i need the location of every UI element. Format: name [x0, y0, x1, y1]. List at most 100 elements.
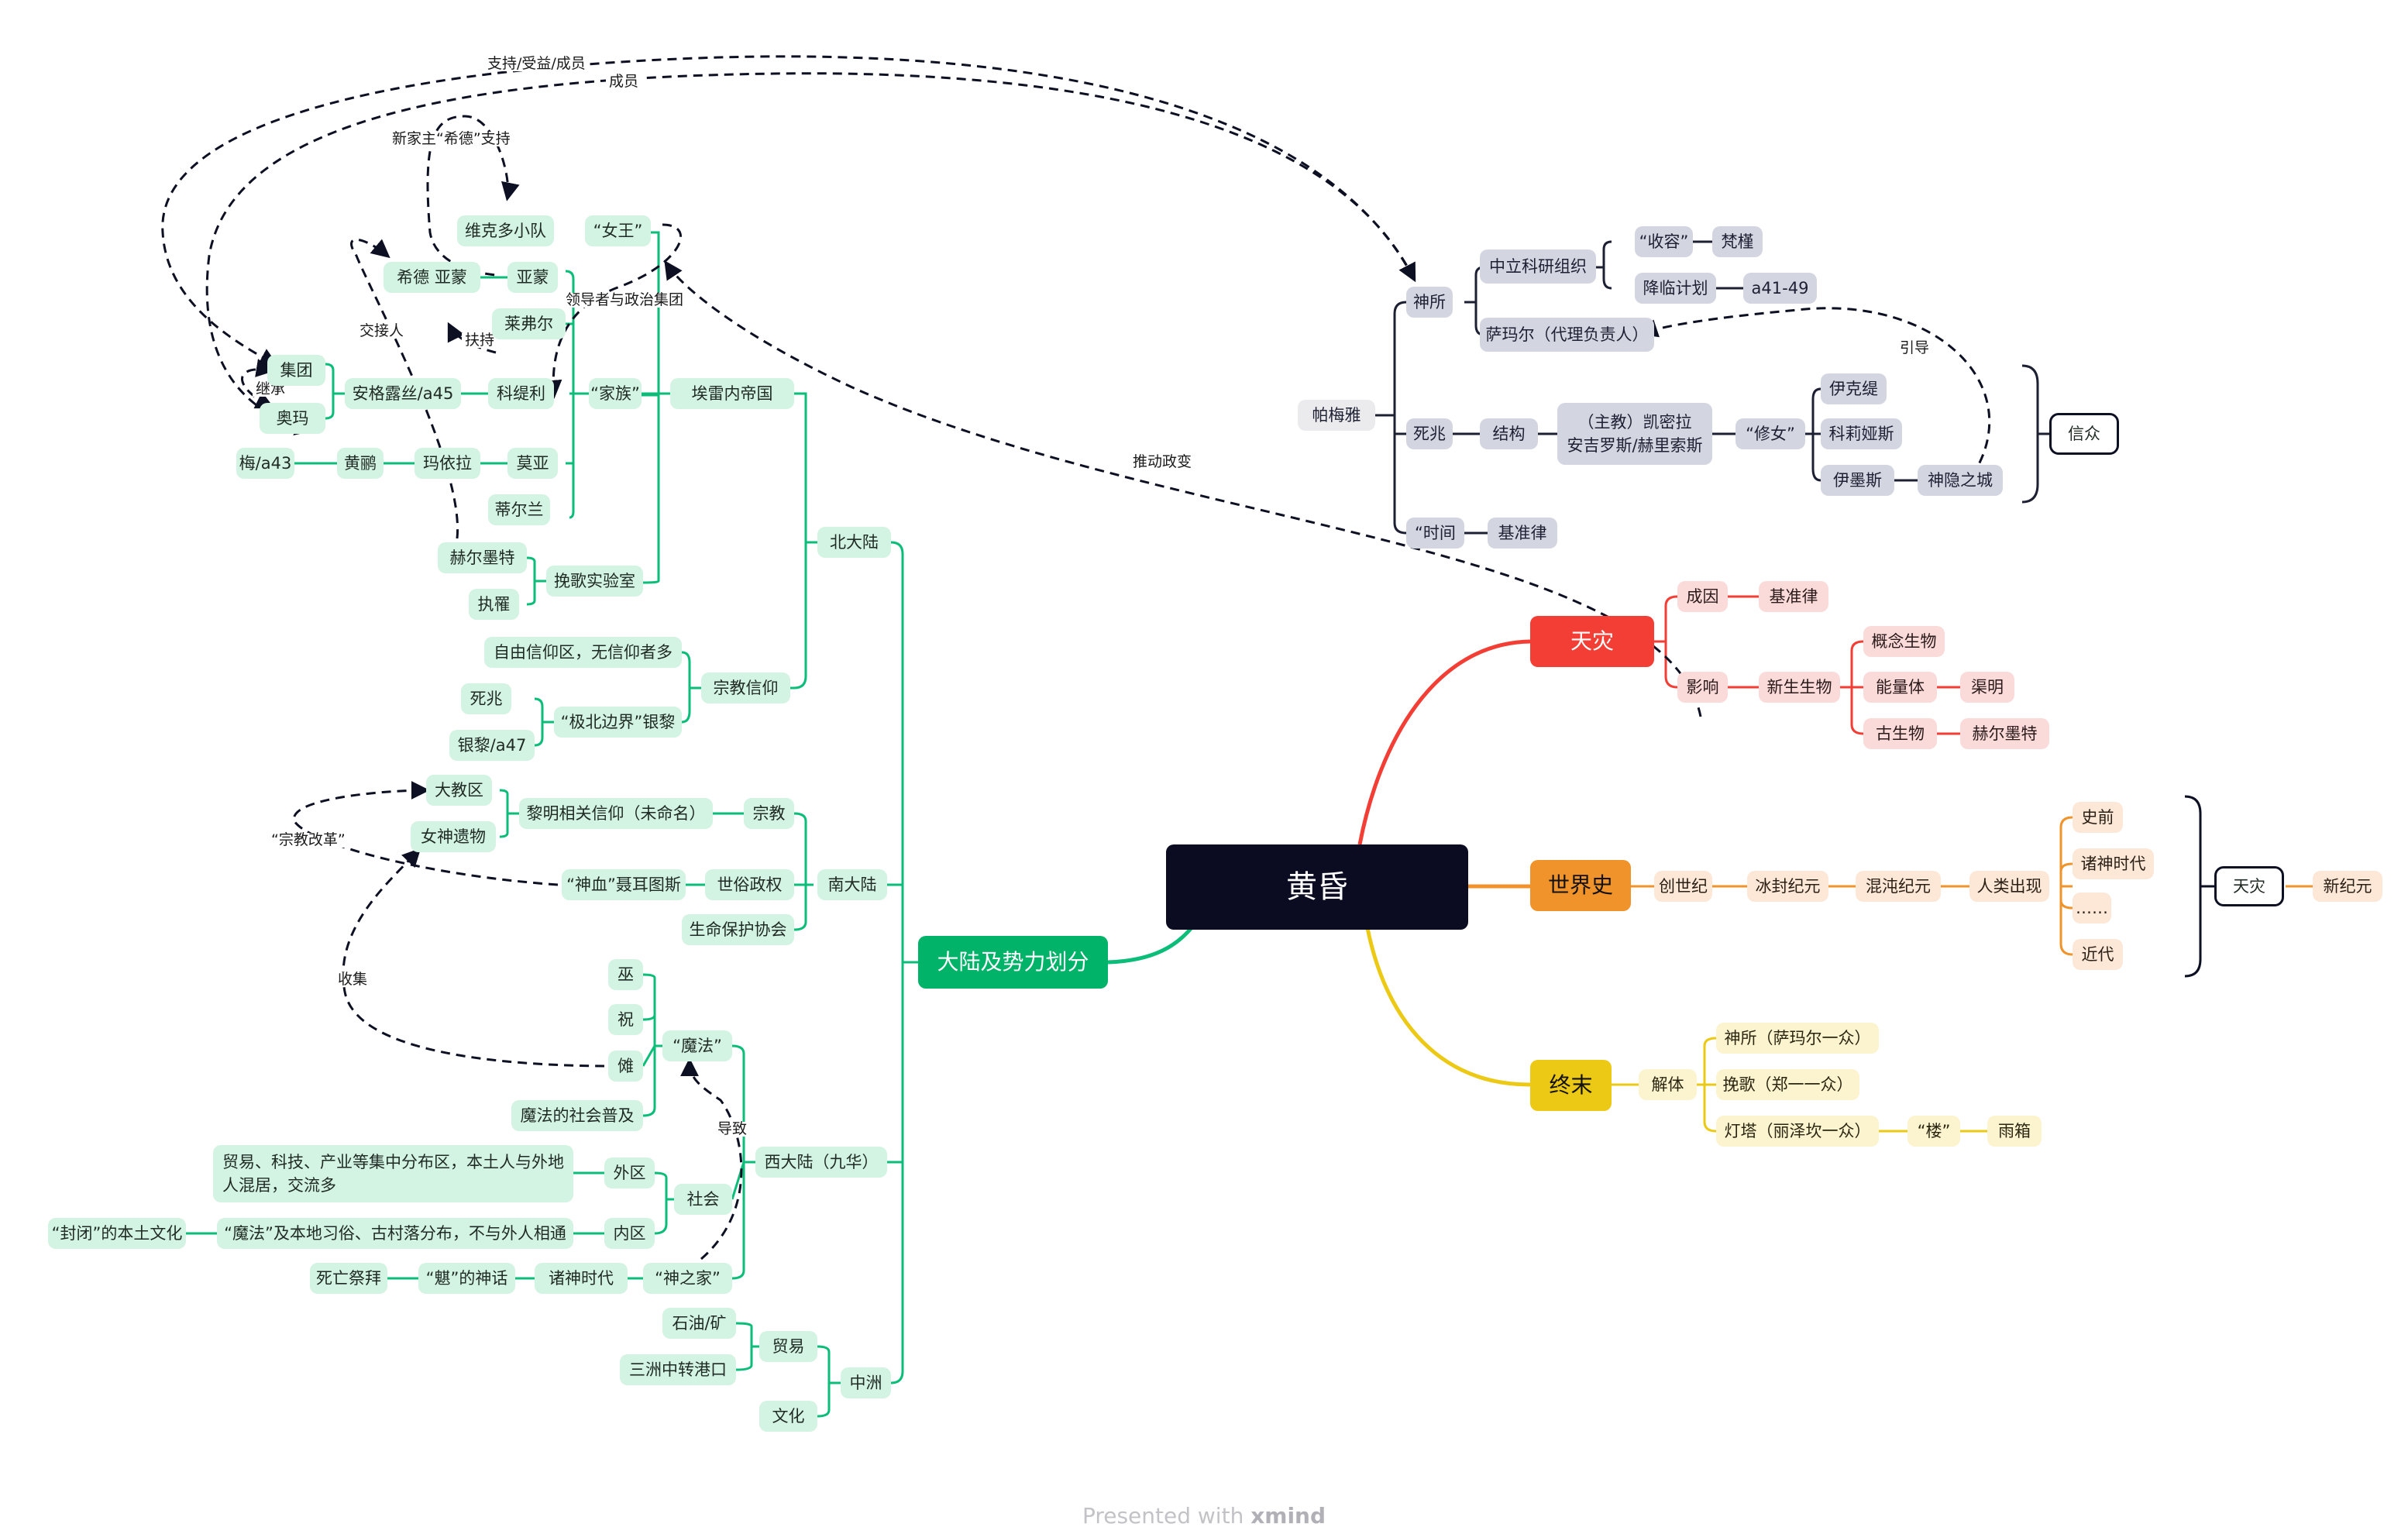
node-oil[interactable]: 石油/矿	[662, 1308, 736, 1339]
node-shenzhijia[interactable]: “神之家”	[643, 1263, 732, 1294]
node-trade[interactable]: 贸易	[759, 1331, 817, 1362]
node-laifuer[interactable]: 莱弗尔	[492, 308, 566, 339]
node-zhushen[interactable]: 诸神时代	[535, 1263, 628, 1294]
node-a41[interactable]: a41-49	[1743, 273, 1817, 304]
node-dier[interactable]: 蒂尔兰	[488, 494, 550, 525]
node-neiqu-desc[interactable]: “魔法”及本地习俗、古村落分布，不与外人相通	[217, 1218, 573, 1249]
node-yingxiang[interactable]: 影响	[1677, 672, 1728, 703]
node-pamea[interactable]: 帕梅雅	[1298, 400, 1375, 431]
node-shenxue[interactable]: “神血”聂耳图斯	[562, 869, 686, 900]
node-lou[interactable]: “楼”	[1907, 1116, 1960, 1147]
node-xinsheng[interactable]: 新生生物	[1759, 672, 1840, 703]
node-heermote-tz[interactable]: 赫尔墨特	[1960, 718, 2049, 749]
node-zhu[interactable]: 祝	[608, 1004, 643, 1035]
node-queen[interactable]: “女王”	[585, 215, 651, 246]
node-south[interactable]: 南大陆	[817, 869, 887, 900]
node-jindai[interactable]: 近代	[2073, 939, 2123, 970]
node-zhushen-hist[interactable]: 诸神时代	[2073, 848, 2154, 879]
node-jizhunlv-pamea[interactable]: 基准律	[1488, 518, 1557, 549]
node-heermote[interactable]: 赫尔墨特	[438, 542, 527, 573]
node-kelisi[interactable]: 科莉娅斯	[1821, 418, 1902, 449]
node-north-religion[interactable]: 宗教信仰	[701, 672, 790, 703]
node-huangpeng[interactable]: 黄鹂	[337, 448, 384, 479]
node-xinjiyuan[interactable]: 新纪元	[2313, 871, 2382, 902]
node-dengta[interactable]: 灯塔（丽泽坎一众）	[1716, 1116, 1879, 1147]
node-north[interactable]: 北大陆	[817, 527, 891, 558]
node-liming[interactable]: 黎明相关信仰（未命名）	[519, 798, 713, 829]
node-xide[interactable]: 希德 亚蒙	[384, 262, 480, 293]
node-family[interactable]: “家族”	[589, 378, 642, 409]
node-mei[interactable]: 梅/a43	[236, 448, 294, 479]
node-keti[interactable]: 科缇利	[488, 378, 554, 409]
node-siwang[interactable]: 死亡祭拜	[310, 1263, 387, 1294]
central-topic[interactable]: 黄昏	[1166, 844, 1468, 930]
node-jiegou[interactable]: 结构	[1480, 418, 1538, 449]
node-society[interactable]: 社会	[674, 1184, 732, 1215]
node-yinli[interactable]: 银黎/a47	[449, 730, 535, 761]
node-gusheng[interactable]: 古生物	[1863, 718, 1937, 749]
node-west[interactable]: 西大陆（九华）	[755, 1147, 887, 1178]
node-jianglin[interactable]: 降临计划	[1635, 273, 1716, 304]
node-kaimila[interactable]: （主教）凯密拉 安吉罗斯/赫里索斯	[1557, 403, 1712, 465]
node-protect[interactable]: 生命保护协会	[682, 914, 794, 945]
node-quming[interactable]: 渠明	[1960, 672, 2014, 703]
node-shenyin[interactable]: 神隐之城	[1918, 465, 2003, 496]
node-yimosi[interactable]: 伊墨斯	[1821, 465, 1894, 496]
node-middle[interactable]: 中洲	[841, 1367, 891, 1398]
node-jituan[interactable]: 集团	[267, 355, 325, 386]
node-zhiguan[interactable]: 执罹	[469, 589, 519, 620]
node-lab[interactable]: 挽歌实验室	[546, 566, 643, 597]
node-wu[interactable]: 巫	[608, 959, 643, 990]
node-dots[interactable]: ……	[2073, 893, 2111, 923]
node-bao[interactable]: “魌”的神话	[418, 1263, 515, 1294]
node-shensuo-end[interactable]: 神所（萨玛尔一众）	[1716, 1023, 1879, 1054]
node-culture[interactable]: 文化	[759, 1401, 817, 1432]
node-dajiaoqu[interactable]: 大教区	[426, 775, 492, 806]
footer-brand[interactable]: xmind	[1250, 1503, 1326, 1529]
node-angela[interactable]: 安格露丝/a45	[345, 378, 461, 409]
node-shiqian[interactable]: 史前	[2073, 802, 2123, 833]
node-renlei[interactable]: 人类出现	[1969, 871, 2049, 902]
node-shourong[interactable]: “收容”	[1635, 226, 1693, 257]
node-bingfeng[interactable]: 冰封纪元	[1747, 871, 1828, 902]
node-hundun[interactable]: 混沌纪元	[1856, 871, 1941, 902]
node-secular[interactable]: 世俗政权	[705, 869, 794, 900]
main-topic-dalu[interactable]: 大陆及势力划分	[918, 936, 1108, 989]
node-gainian[interactable]: 概念生物	[1863, 626, 1945, 657]
node-sizhao-pamea[interactable]: 死兆	[1406, 418, 1453, 449]
node-popular[interactable]: 魔法的社会普及	[511, 1100, 643, 1131]
node-shensuo[interactable]: 神所	[1406, 287, 1453, 318]
node-neiqu[interactable]: 内区	[604, 1218, 655, 1249]
node-goddess[interactable]: 女神遗物	[411, 821, 496, 852]
node-mayi[interactable]: 玛依拉	[415, 448, 480, 479]
node-nengliang[interactable]: 能量体	[1863, 672, 1937, 703]
node-yiketi[interactable]: 伊克缇	[1821, 373, 1887, 404]
node-xiunv[interactable]: “修女”	[1735, 418, 1805, 449]
node-nuo[interactable]: 傩	[608, 1051, 643, 1082]
node-zhongli[interactable]: 中立科研组织	[1480, 249, 1596, 284]
node-jieti[interactable]: 解体	[1639, 1069, 1697, 1100]
node-jibei[interactable]: “极北边界”银黎	[554, 707, 682, 738]
main-topic-zhongmo[interactable]: 终末	[1530, 1060, 1612, 1111]
node-empire[interactable]: 埃雷内帝国	[670, 378, 794, 409]
node-closed[interactable]: “封闭”的本土文化	[48, 1218, 186, 1249]
node-chengyin[interactable]: 成因	[1677, 581, 1728, 612]
node-chuangshi[interactable]: 创世纪	[1654, 871, 1712, 902]
node-waiqu[interactable]: 外区	[604, 1157, 655, 1188]
node-waiqu-desc[interactable]: 贸易、科技、产业等集中分布区，本土人与外地人混居，交流多	[213, 1145, 573, 1202]
node-xinzhong[interactable]: 信众	[2049, 413, 2119, 455]
node-yuxiang[interactable]: 雨箱	[1987, 1116, 2042, 1147]
node-fanjin[interactable]: 梵槿	[1712, 226, 1763, 257]
node-sizhao-north[interactable]: 死兆	[461, 683, 511, 714]
node-tianzai-hist[interactable]: 天灾	[2214, 866, 2284, 906]
node-shijian[interactable]: “时间	[1406, 518, 1464, 549]
node-south-religion[interactable]: 宗教	[744, 798, 794, 829]
node-jizhunlv-tz[interactable]: 基准律	[1759, 581, 1828, 612]
main-topic-tianzai[interactable]: 天灾	[1530, 616, 1654, 667]
node-port[interactable]: 三洲中转港口	[620, 1354, 736, 1385]
node-yameng[interactable]: 亚蒙	[507, 262, 558, 293]
node-samaer[interactable]: 萨玛尔（代理负责人）	[1480, 318, 1654, 352]
node-free-belief[interactable]: 自由信仰区，无信仰者多	[484, 637, 682, 668]
node-aoma[interactable]: 奥玛	[260, 403, 325, 434]
node-wange[interactable]: 挽歌（郑一一众）	[1716, 1069, 1859, 1100]
